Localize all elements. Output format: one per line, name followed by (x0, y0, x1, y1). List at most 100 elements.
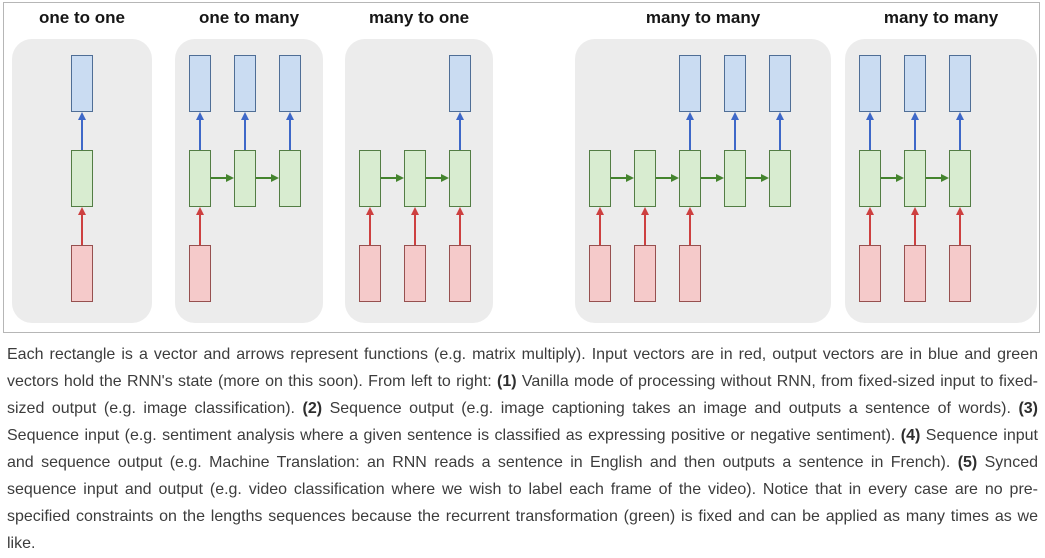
arrowhead-up (731, 112, 739, 120)
arrowhead-up (866, 207, 874, 215)
arrow-shaft (199, 213, 201, 245)
arrow-shaft (656, 177, 672, 179)
arrow-shaft (81, 118, 83, 150)
input-vector-box (679, 245, 701, 302)
state-vector-box (359, 150, 381, 207)
input-arrow (455, 207, 465, 245)
state-vector-box (404, 150, 426, 207)
output-vector-box (71, 55, 93, 112)
figure-caption: Each rectangle is a vector and arrows re… (7, 341, 1038, 557)
arrowhead-up (78, 207, 86, 215)
output-vector-box (679, 55, 701, 112)
input-vector-box (189, 245, 211, 302)
state-transition-arrow (701, 173, 724, 183)
state-transition-arrow (656, 173, 679, 183)
arrow-shaft (369, 213, 371, 245)
arrow-shaft (459, 118, 461, 150)
input-vector-box (71, 245, 93, 302)
panel-label: one to many (198, 8, 300, 27)
panel-label: many to one (368, 8, 470, 27)
arrow-shaft (881, 177, 897, 179)
output-vector-box (449, 55, 471, 112)
panel-label: many to many (883, 8, 999, 27)
caption-text: Each rectangle is a vector and arrows re… (7, 346, 1038, 390)
output-arrow (240, 112, 250, 150)
state-transition-arrow (611, 173, 634, 183)
input-vector-box (359, 245, 381, 302)
arrow-shaft (459, 213, 461, 245)
state-transition-arrow (926, 173, 949, 183)
arrowhead-up (241, 112, 249, 120)
output-vector-box (234, 55, 256, 112)
input-vector-box (859, 245, 881, 302)
state-transition-arrow (256, 173, 279, 183)
state-transition-arrow (881, 173, 904, 183)
output-vector-box (279, 55, 301, 112)
input-arrow (77, 207, 87, 245)
output-vector-box (949, 55, 971, 112)
arrow-shaft (914, 213, 916, 245)
state-vector-box (449, 150, 471, 207)
caption-step-number: (2) (302, 400, 323, 417)
arrow-shaft (414, 213, 416, 245)
arrow-shaft (81, 213, 83, 245)
arrowhead-right (761, 174, 769, 182)
arrowhead-up (641, 207, 649, 215)
figure-panel (845, 39, 1037, 323)
figure-panel (575, 39, 831, 323)
output-arrow (77, 112, 87, 150)
arrowhead-up (196, 207, 204, 215)
arrowhead-up (366, 207, 374, 215)
state-transition-arrow (381, 173, 404, 183)
input-vector-box (634, 245, 656, 302)
arrow-shaft (199, 118, 201, 150)
output-vector-box (904, 55, 926, 112)
output-arrow (285, 112, 295, 150)
arrow-shaft (959, 118, 961, 150)
input-vector-box (449, 245, 471, 302)
output-arrow (955, 112, 965, 150)
arrow-shaft (644, 213, 646, 245)
state-vector-box (904, 150, 926, 207)
state-transition-arrow (426, 173, 449, 183)
figure-panel (12, 39, 152, 323)
arrowhead-right (271, 174, 279, 182)
arrowhead-right (396, 174, 404, 182)
arrowhead-up (956, 112, 964, 120)
output-arrow (195, 112, 205, 150)
input-arrow (195, 207, 205, 245)
caption-text: Sequence input and sequence output (e.g.… (7, 427, 1038, 471)
output-arrow (455, 112, 465, 150)
arrowhead-up (686, 112, 694, 120)
arrowhead-up (686, 207, 694, 215)
arrowhead-right (716, 174, 724, 182)
state-vector-box (71, 150, 93, 207)
caption-text: Synced sequence input and output (e.g. v… (7, 454, 1039, 552)
figure-panel (345, 39, 493, 323)
input-arrow (640, 207, 650, 245)
state-vector-box (679, 150, 701, 207)
arrow-shaft (689, 118, 691, 150)
arrow-shaft (599, 213, 601, 245)
arrowhead-up (411, 207, 419, 215)
arrow-shaft (381, 177, 397, 179)
arrow-shaft (611, 177, 627, 179)
output-arrow (865, 112, 875, 150)
input-arrow (685, 207, 695, 245)
panel-label: many to many (645, 8, 761, 27)
state-vector-box (189, 150, 211, 207)
caption-step-number: (4) (900, 427, 921, 444)
arrowhead-up (911, 207, 919, 215)
output-vector-box (189, 55, 211, 112)
arrow-shaft (869, 118, 871, 150)
caption-text: Sequence output (e.g. image captioning t… (322, 400, 1019, 417)
arrowhead-up (596, 207, 604, 215)
state-vector-box (279, 150, 301, 207)
state-transition-arrow (211, 173, 234, 183)
panel-label: one to one (39, 8, 125, 27)
arrow-shaft (289, 118, 291, 150)
output-vector-box (724, 55, 746, 112)
state-transition-arrow (746, 173, 769, 183)
input-arrow (365, 207, 375, 245)
arrowhead-right (226, 174, 234, 182)
